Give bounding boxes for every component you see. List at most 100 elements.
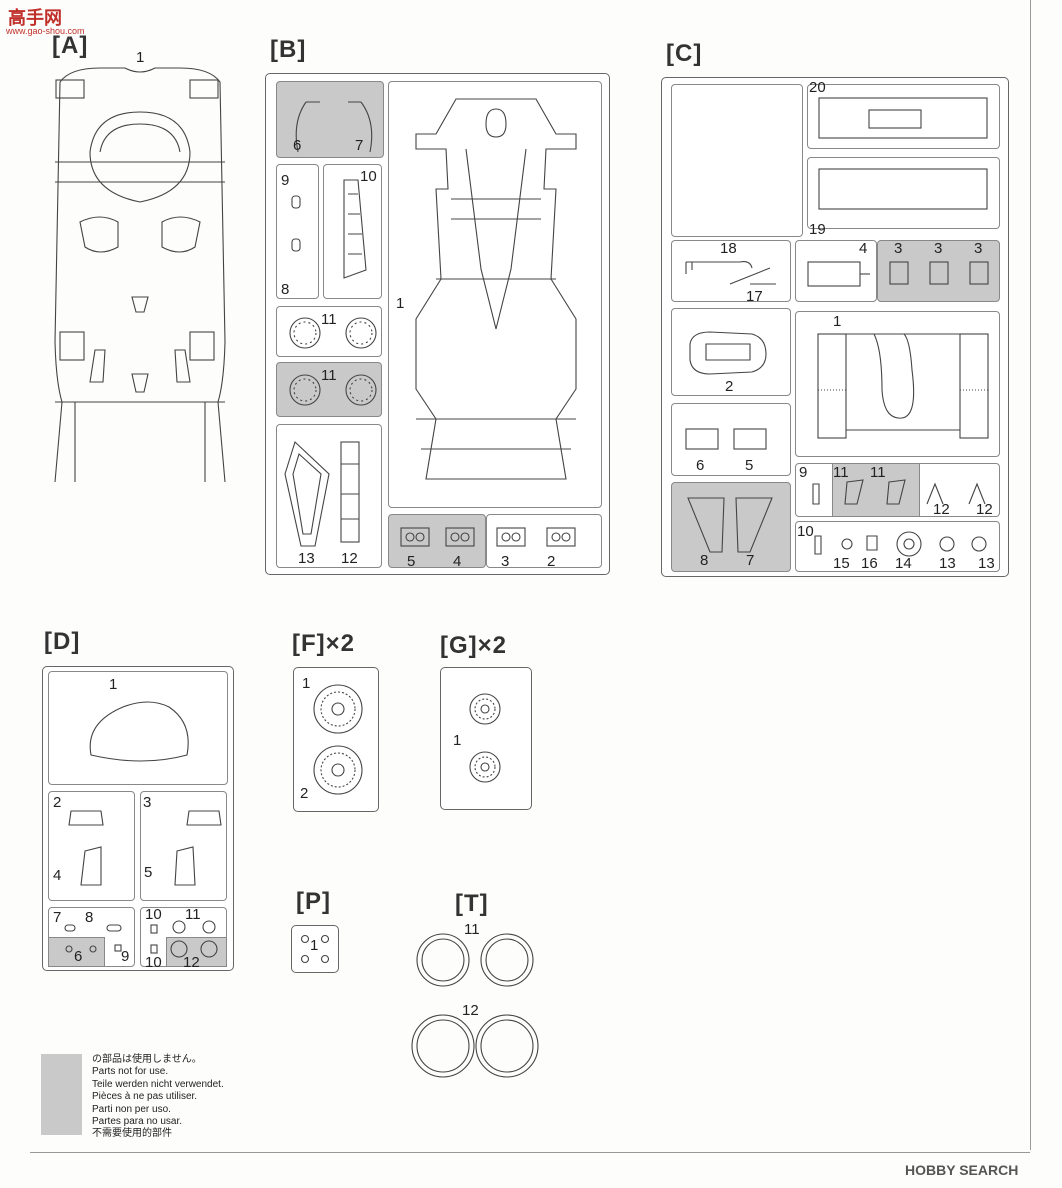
part-label: 3: [974, 240, 983, 257]
part-c-5-6: [671, 403, 791, 476]
part-c-7-8-gray: [671, 482, 791, 572]
part-c-4-drawing: [807, 261, 870, 287]
part-c-17-18: [671, 240, 791, 302]
part-c-2-drawing: [689, 331, 767, 375]
part-label: 1: [136, 49, 145, 66]
part-label: 5: [407, 553, 416, 570]
legend-line: の部品は使用しません。: [92, 1054, 202, 1065]
part-label: 8: [85, 909, 94, 926]
part-label: 10: [360, 168, 377, 185]
runner-f: [293, 667, 379, 812]
part-label: 14: [895, 555, 912, 572]
part-c-blank-panel: [671, 84, 803, 237]
part-b-6-7: [276, 81, 384, 158]
part-label: 1: [396, 295, 405, 312]
part-label: 11: [321, 367, 337, 384]
part-d-6-gray: [48, 937, 105, 967]
part-c-7-8-drawing: [687, 497, 773, 553]
runner-p: [291, 925, 339, 973]
part-label: 11: [321, 311, 337, 328]
part-label: 6: [74, 948, 83, 965]
legend-text: の部品は使用しません。 Parts not for use. Teile wer…: [92, 1054, 224, 1141]
part-label: 7: [53, 909, 62, 926]
part-label: 6: [696, 457, 705, 474]
section-f-wheels-drawing: [313, 684, 363, 795]
part-d-6-9-drawing: [64, 924, 122, 953]
section-t-tires-drawing: [411, 933, 539, 1078]
part-label: 1: [453, 732, 462, 749]
part-label: 4: [453, 553, 462, 570]
section-a-title: [A]: [52, 32, 89, 59]
legend-line: Partes para no usar.: [92, 1116, 183, 1128]
part-label: 20: [809, 79, 826, 96]
part-label: 10: [797, 523, 814, 540]
runner-d: 1 2 3 4 5 7 8 6 9 10 11 10 12: [42, 666, 234, 971]
part-b-6-7-drawing: [295, 101, 373, 153]
part-d-10-12-drawing: [150, 920, 218, 958]
part-label: 3: [934, 240, 943, 257]
section-p-title: [P]: [296, 888, 331, 915]
part-d-2-5-drawing: [68, 810, 222, 886]
part-d-1-drawing: [89, 701, 189, 762]
part-label: 5: [144, 864, 153, 881]
part-label: 8: [700, 552, 709, 569]
part-label: 11: [185, 906, 201, 923]
part-c-2: [671, 308, 791, 396]
section-g-title: [G]×2: [440, 632, 508, 659]
section-t-title: [T]: [455, 890, 489, 917]
part-c-3-drawing: [889, 261, 989, 285]
part-label: 7: [355, 137, 364, 154]
legend-line: 不需要使用的部件: [92, 1128, 172, 1140]
section-c-title: [C]: [666, 40, 703, 67]
legend-line: Parts not for use.: [92, 1066, 169, 1078]
part-d-2-4: [48, 791, 135, 901]
part-label: 12: [462, 1002, 479, 1019]
part-label: 9: [799, 464, 808, 481]
section-d-title: [D]: [44, 628, 81, 655]
section-f-title: [F]×2: [292, 630, 356, 657]
part-label: 5: [745, 457, 754, 474]
part-label: 6: [293, 137, 302, 154]
part-b-10: [323, 164, 382, 299]
part-b-1-chassis-drawing: [415, 98, 577, 480]
legend-line: Pièces à ne pas utiliser.: [92, 1091, 198, 1103]
runner-c: 20 19 18 17 4 3 3 3 2 1 6 5 8 7: [661, 77, 1009, 577]
legend-line: Teile werden nicht verwendet.: [92, 1078, 224, 1090]
section-g-wheels-drawing: [469, 693, 501, 783]
part-c-17-18-drawing: [685, 261, 776, 285]
part-b-1-chassis: [388, 81, 602, 508]
part-b-11-white-drawing: [289, 317, 377, 349]
part-label: 13: [978, 555, 995, 572]
runner-b: 6 7 9 8 10 11 11 13 12 1: [265, 73, 610, 575]
part-label: 4: [53, 867, 62, 884]
part-label: 1: [302, 675, 311, 692]
part-b-12-13-drawing: [284, 440, 360, 547]
part-label: 11: [870, 464, 886, 481]
section-b-title: [B]: [270, 36, 307, 63]
part-label: 12: [183, 954, 200, 971]
section-p-drawing: [300, 934, 330, 964]
part-label: 15: [833, 555, 850, 572]
part-label: 10: [145, 954, 162, 971]
part-b-8-9: [276, 164, 319, 299]
part-label: 9: [121, 948, 130, 965]
page-bottom-border: [30, 1152, 1030, 1153]
part-c-10-16-drawing: [814, 531, 987, 557]
part-c-20-drawing: [818, 97, 988, 139]
part-label: 12: [976, 501, 993, 518]
part-label: 11: [464, 921, 480, 938]
part-b-10-drawing: [343, 179, 367, 279]
part-label: 13: [298, 550, 315, 567]
part-b-11-gray: [276, 362, 382, 417]
part-label: 9: [281, 172, 290, 189]
part-d-3-5: [140, 791, 227, 901]
part-label: 2: [725, 378, 734, 395]
part-label: 1: [310, 937, 319, 954]
part-b-8-9-drawing: [291, 195, 301, 252]
watermark-logo: 高手网: [8, 8, 62, 28]
watermark-url: www.gao-shou.com: [6, 26, 85, 36]
part-c-1-drawing: [817, 333, 989, 439]
part-label: 10: [145, 906, 162, 923]
legend-swatch: [41, 1054, 82, 1135]
part-label: 1: [109, 676, 118, 693]
